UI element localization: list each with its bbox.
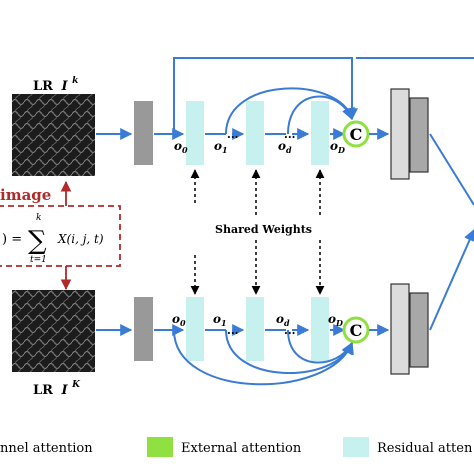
top-attention-block-outer — [390, 88, 410, 180]
top-image-label: LR I k — [33, 76, 78, 94]
bottom-image-label: LR I K — [33, 380, 81, 398]
legend-label-external: External attention — [181, 441, 302, 456]
legend-swatch-residual — [343, 437, 369, 457]
sum-box: image ) = ∑ k t=1 X(i, j, t) — [0, 180, 121, 291]
legend: nnel attention External attention Residu… — [0, 437, 473, 457]
top-residual-block-3 — [311, 101, 329, 165]
top-lr-image — [12, 94, 95, 176]
bottom-skip-od — [287, 329, 353, 364]
bottom-node-od: od — [276, 312, 290, 328]
sum-formula-body: X(i, j, t) — [57, 232, 104, 246]
top-skip-o0 — [173, 57, 358, 134]
top-branch: LR I k C o0 o1 ... od ... oD — [12, 57, 474, 206]
bottom-residual-block-2 — [246, 297, 264, 361]
top-attention-block-inner — [409, 97, 429, 173]
top-ellipsis-1: ... — [227, 128, 239, 141]
bottom-ellipsis-2: ... — [284, 324, 296, 337]
bottom-attention-block-outer — [390, 283, 410, 375]
bottom-branch: LR I K C o0 o1 ... od ... oD — [12, 228, 474, 398]
top-conv-block — [134, 101, 153, 165]
top-concat-label: C — [350, 125, 363, 144]
bottom-residual-block-1 — [186, 297, 204, 361]
bottom-concat-node — [342, 316, 370, 344]
bottom-output-arrow — [429, 228, 474, 331]
bottom-ellipsis-1: ... — [227, 324, 239, 337]
top-skip-od — [287, 95, 354, 135]
top-node-o0: o0 — [174, 139, 188, 155]
sum-formula-upper: k — [36, 213, 41, 223]
bottom-skip-o0 — [173, 329, 354, 386]
legend-swatch-external — [147, 437, 173, 457]
bottom-residual-block-3 — [311, 297, 329, 361]
bottom-skip-o1 — [225, 329, 354, 375]
sum-formula-lhs: ) = — [2, 232, 22, 247]
top-node-o1: o1 — [214, 139, 228, 155]
sum-box-title: image — [0, 186, 51, 204]
sum-box-frame — [0, 205, 121, 267]
legend-label-residual: Residual atten — [377, 441, 473, 456]
shared-weights: Shared Weights — [190, 169, 325, 295]
top-node-oD: oD — [330, 139, 345, 155]
bottom-attention-block-inner — [409, 292, 429, 368]
top-node-od: od — [278, 139, 292, 155]
top-concat-node — [342, 120, 370, 148]
bottom-lr-image — [12, 290, 95, 372]
bottom-concat-label: C — [350, 321, 363, 340]
bottom-node-o0: o0 — [172, 312, 186, 328]
shared-weights-label: Shared Weights — [215, 223, 312, 236]
sum-formula-sigma: ∑ — [28, 226, 47, 256]
top-ellipsis-2: ... — [284, 128, 296, 141]
bottom-node-o1: o1 — [213, 312, 227, 328]
sum-formula-lower: t=1 — [30, 255, 47, 265]
bottom-conv-block — [134, 297, 153, 361]
legend-label-channel: nnel attention — [0, 441, 93, 456]
top-residual-block-2 — [246, 101, 264, 165]
top-output-arrow — [429, 133, 474, 206]
bottom-node-oD: oD — [328, 312, 343, 328]
top-residual-block-1 — [186, 101, 204, 165]
